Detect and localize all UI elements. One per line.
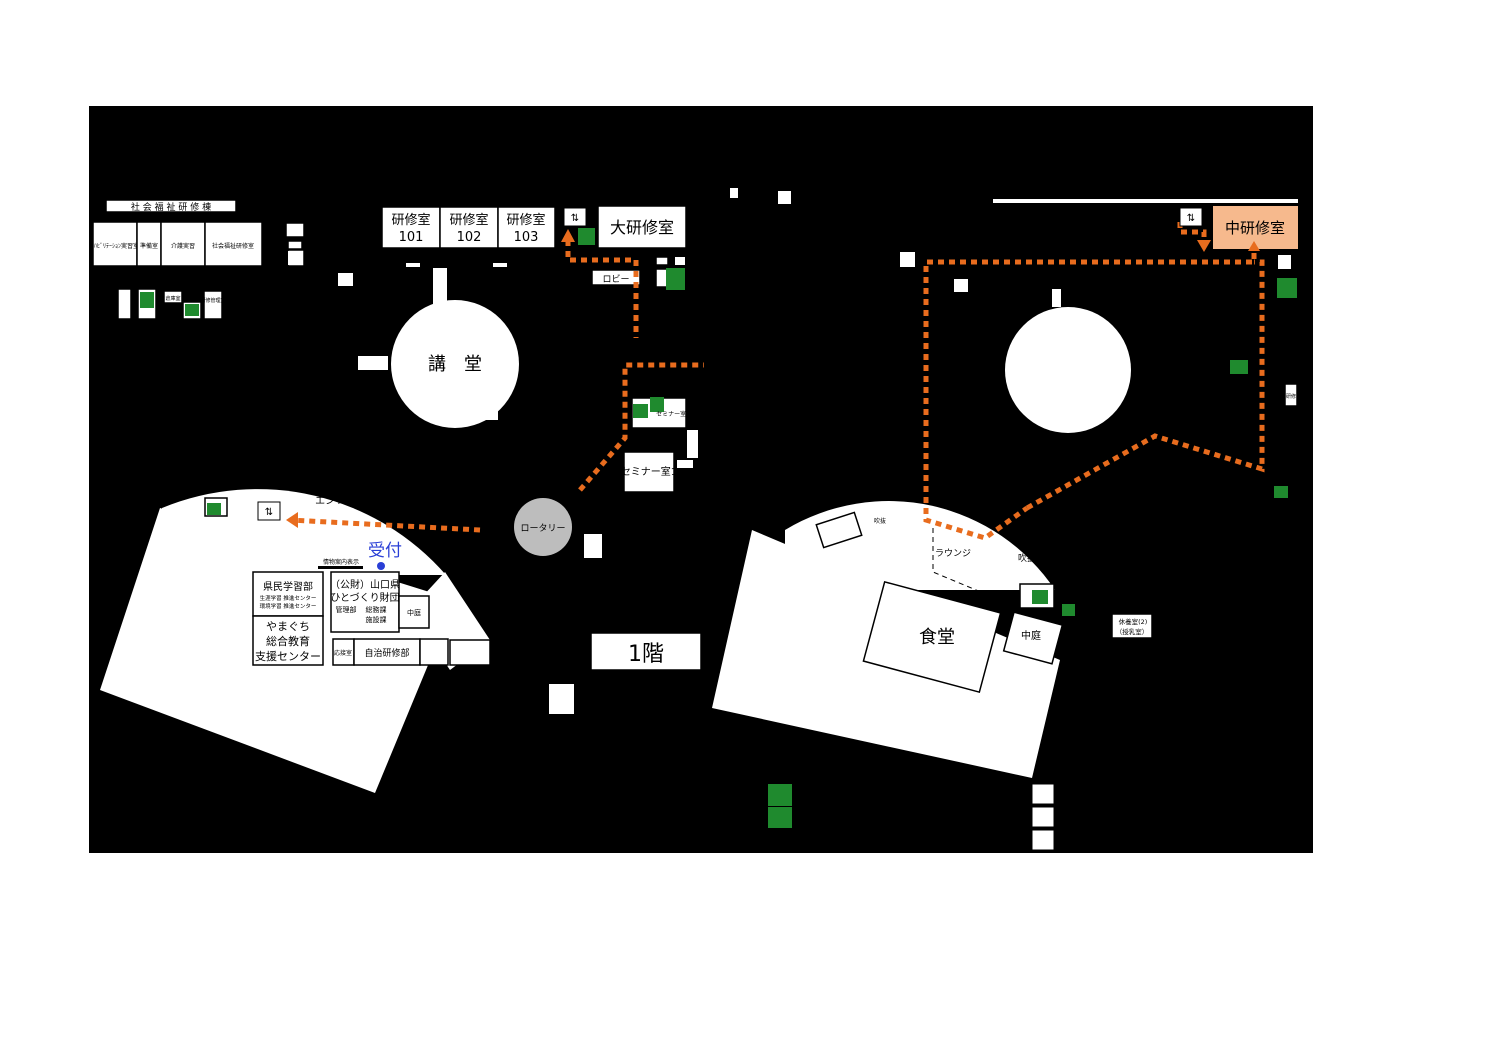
svg-text:中研修室: 中研修室 xyxy=(1225,219,1285,237)
wheelchair-icon xyxy=(768,784,792,806)
svg-text:103: 103 xyxy=(514,230,539,245)
reception-label: 受付 xyxy=(368,541,402,561)
svg-text:102: 102 xyxy=(457,230,482,245)
route-arrow-room xyxy=(1248,241,1260,251)
atrium-small-label: 吹抜 xyxy=(874,517,886,525)
emergency-exit-icon-2 xyxy=(1277,278,1297,298)
training-room-103[interactable] xyxy=(497,206,556,249)
emergency-exit-icon-8 xyxy=(185,304,199,316)
restroom-icon-west xyxy=(288,251,302,265)
auditorium-label: 講 堂 xyxy=(428,354,482,375)
svg-text:大研修室: 大研修室 xyxy=(610,218,674,237)
restroom-icon-east-2 xyxy=(1278,255,1291,269)
svg-text:環境学習 推進センター: 環境学習 推進センター xyxy=(260,602,317,610)
exit-person-icon xyxy=(768,807,792,828)
medium-training-room[interactable] xyxy=(1213,206,1298,249)
elevator-icon: ⇅ xyxy=(563,207,587,227)
atrium-1-label: 吹抜 xyxy=(964,496,982,508)
svg-text:支援センター: 支援センター xyxy=(255,649,321,663)
seminar-room-2-label: セミナー室2 xyxy=(656,410,690,418)
elevator-icon-west-small xyxy=(338,273,353,286)
foundation-office[interactable] xyxy=(330,571,400,633)
svg-text:ﾘﾊﾋﾞﾘﾃｰｼｮﾝ実習室: ﾘﾊﾋﾞﾘﾃｰｼｮﾝ実習室 xyxy=(91,242,139,250)
svg-text:ひとづくり財団: ひとづくり財団 xyxy=(330,591,399,604)
route-path xyxy=(289,222,1265,541)
emergency-exit-icon xyxy=(578,228,595,245)
guide-board-label: 情物案内表示 xyxy=(323,558,359,566)
svg-text:社会福祉研修室: 社会福祉研修室 xyxy=(212,242,254,250)
restroom-icon-center xyxy=(278,532,292,546)
east-top-strip xyxy=(993,199,1298,203)
cafeteria[interactable] xyxy=(862,580,1002,694)
floor-label: 1階 xyxy=(628,642,664,667)
svg-text:⇅: ⇅ xyxy=(265,507,273,518)
floor-label-box xyxy=(590,632,702,671)
vertical-sign-label: 研修 xyxy=(1286,393,1296,400)
svg-text:研修管理室: 研修管理室 xyxy=(200,297,225,304)
self-government-label: 自治研修部 xyxy=(364,647,409,659)
lounge-label: ラウンジ xyxy=(935,548,971,559)
seminar-room-1[interactable] xyxy=(623,451,675,493)
rotary-label: ロータリー xyxy=(520,523,565,534)
svg-text:⇅: ⇅ xyxy=(571,213,579,224)
lobby-label: ロビー xyxy=(602,274,629,285)
emergency-exit-icon-4 xyxy=(1274,486,1288,498)
svg-text:やまぐち: やまぐち xyxy=(266,620,310,633)
library-label: 図書室 xyxy=(833,479,863,492)
route-arrow-up xyxy=(561,229,575,242)
svg-text:総合教育: 総合教育 xyxy=(266,634,310,648)
svg-text:施設課: 施設課 xyxy=(366,615,387,624)
stairs-icon: ⇅ xyxy=(1179,207,1203,227)
svg-text:⇅: ⇅ xyxy=(1187,213,1195,224)
large-training-room[interactable] xyxy=(597,205,687,249)
svg-text:県民学習部: 県民学習部 xyxy=(263,580,313,593)
welfare-building-title: 社 会 福 祉 研 修 棟 xyxy=(131,201,211,213)
restroom-icon-east xyxy=(900,252,915,267)
svg-text:（公財）山口県: （公財）山口県 xyxy=(330,578,400,591)
svg-text:（授乳室）: （授乳室） xyxy=(1116,627,1149,636)
auditorium[interactable] xyxy=(391,300,519,428)
route-arrow-west xyxy=(286,512,298,528)
emergency-exit-icon-3 xyxy=(1230,360,1248,374)
training-room-101[interactable] xyxy=(381,206,441,249)
west-stairs-icon: ⇅ xyxy=(257,501,281,521)
svg-text:セミナー室1: セミナー室1 xyxy=(621,465,677,478)
svg-text:介護実習: 介護実習 xyxy=(171,242,195,250)
svg-text:準備室: 準備室 xyxy=(140,242,158,250)
svg-text:食堂: 食堂 xyxy=(919,627,955,648)
emergency-exit-icon-5 xyxy=(1062,604,1075,616)
svg-text:研修室: 研修室 xyxy=(391,212,430,228)
restroom-icons xyxy=(1031,783,1055,851)
entrance-hall-label: エントランスホール xyxy=(315,495,405,507)
route-arrow-down xyxy=(1197,240,1211,252)
svg-text:管理部: 管理部 xyxy=(336,605,357,614)
svg-text:倉庫室: 倉庫室 xyxy=(165,295,180,302)
svg-text:研修室: 研修室 xyxy=(506,212,545,228)
library-corner-label: 山口県の先人学習コーナー xyxy=(836,493,908,501)
emergency-exit-icon-7 xyxy=(140,292,154,308)
svg-text:総務課: 総務課 xyxy=(366,605,387,614)
training-rooms-row: 研修室 101 研修室 102 研修室 103 大研修室 xyxy=(381,205,687,249)
education-center[interactable] xyxy=(252,615,324,666)
tv-label: テレビ xyxy=(325,465,349,474)
reception-room-label: 応接室 xyxy=(334,649,352,657)
atrium-2-label: 吹抜 xyxy=(1018,552,1036,564)
rest-room-label: 休養室(2) xyxy=(1119,617,1148,626)
east-courtyard-label: 中庭 xyxy=(1021,629,1041,642)
rotary xyxy=(514,498,572,556)
west-courtyard-label: 中庭 xyxy=(407,608,421,617)
environment-corner-label: 環境学習コーナー xyxy=(240,466,312,478)
svg-text:生涯学習 推進センター: 生涯学習 推進センター xyxy=(260,594,317,602)
emergency-exit-icon-6 xyxy=(207,503,221,515)
reception-dot xyxy=(377,562,385,570)
elevator-icon-east-small xyxy=(954,279,968,292)
svg-text:101: 101 xyxy=(399,230,424,245)
svg-text:研修室: 研修室 xyxy=(449,212,488,228)
east-circle-hall xyxy=(1005,307,1131,433)
